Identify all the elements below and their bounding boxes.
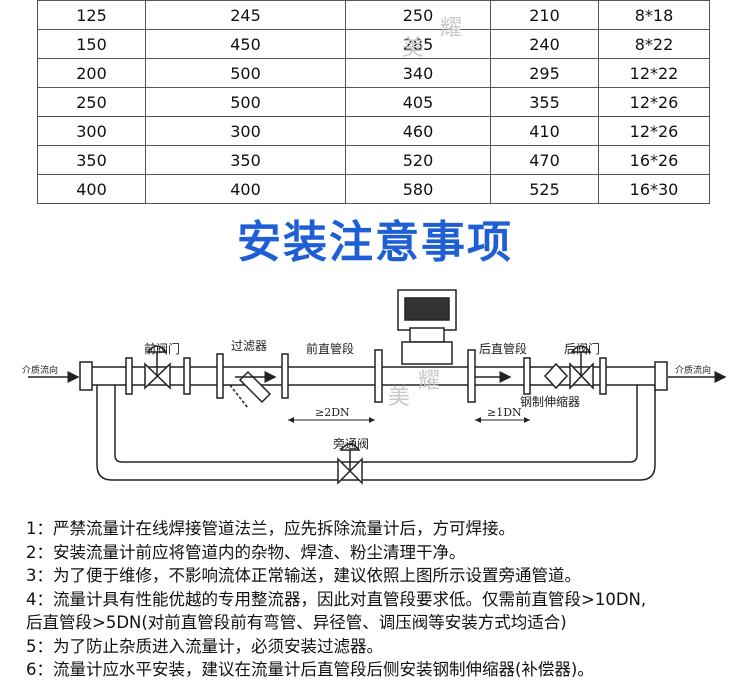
compensator-label: 钢制伸缩器 — [520, 394, 580, 409]
table-cell: 340 — [345, 58, 491, 88]
table-cell: 450 — [145, 29, 346, 59]
table-cell: 405 — [345, 87, 491, 117]
front-dimension-label: ≥2DN — [315, 406, 350, 419]
table-cell: 150 — [37, 29, 146, 59]
table-cell: 12*22 — [598, 58, 710, 88]
medium-in-label: 介质流向 — [22, 364, 58, 376]
table-cell: 300 — [37, 116, 146, 146]
table-cell: 525 — [490, 174, 599, 204]
note-1: 1：严禁流量计在线焊接管道法兰，应先拆除流量计后，方可焊接。 — [26, 519, 515, 538]
table-cell: 410 — [490, 116, 599, 146]
filter-label: 过滤器 — [231, 339, 267, 353]
table-cell: 520 — [345, 145, 491, 175]
table-cell: 350 — [37, 145, 146, 175]
front-valve-label: 前阀门 — [144, 341, 180, 356]
diagram-watermark-2: 耀 — [418, 369, 440, 394]
table-cell: 200 — [37, 58, 146, 88]
front-straight-label: 前直管段 — [306, 341, 354, 356]
table-cell: 240 — [490, 29, 599, 59]
table-cell: 16*30 — [598, 174, 710, 204]
note-5: 5：为了防止杂质进入流量计，必须安装过滤器。 — [26, 636, 383, 656]
table-cell: 500 — [145, 87, 346, 117]
note-2: 2：安装流量计前应将管道内的杂物、焊渣、粉尘清理干净。 — [26, 542, 466, 562]
table-cell: 8*18 — [598, 0, 710, 30]
watermark-char-2: 耀 — [440, 16, 463, 41]
watermark-char-1: 美 — [402, 36, 425, 61]
note-4: 4：流量计具有性能优越的专用整流器，因此对直管段要求低。仅需前直管段>10DN, — [26, 589, 647, 609]
installation-diagram: 介质流向 介质流向 前阀门 过滤器 前直管段 后直管段 后阀门 钢制伸缩器 ≥2… — [22, 289, 727, 485]
rear-dimension-label: ≥1DN — [487, 406, 522, 419]
table-cell: 295 — [490, 58, 599, 88]
bypass-valve-label: 旁通阀 — [333, 436, 369, 451]
table-cell: 500 — [145, 58, 346, 88]
table-cell: 470 — [490, 145, 599, 175]
table-cell: 300 — [145, 116, 346, 146]
rear-valve-label: 后阀门 — [564, 341, 600, 356]
note-6: 6：流量计应水平安装，建议在流量计后直管段后侧安装钢制伸缩器(补偿器)。 — [26, 660, 594, 679]
table-cell: 350 — [145, 145, 346, 175]
table-cell: 580 — [345, 174, 491, 204]
installation-notes: 1：严禁流量计在线焊接管道法兰，应先拆除流量计后，方可焊接。 2：安装流量计前应… — [26, 517, 750, 682]
rear-straight-label: 后直管段 — [479, 341, 527, 356]
medium-out-label: 介质流向 — [675, 364, 711, 376]
diagram-watermark-1: 美 — [388, 385, 410, 410]
table-cell: 250 — [37, 87, 146, 117]
note-3: 3：为了便于维修，不影响流体正常输送，建议依照上图所示设置旁通管道。 — [26, 566, 581, 585]
table-cell: 245 — [145, 0, 346, 30]
table-cell: 355 — [490, 87, 599, 117]
table-cell: 285 — [345, 29, 491, 59]
page-title: 安装注意事项 — [237, 217, 513, 268]
table-cell: 210 — [490, 0, 599, 30]
table-cell: 250 — [345, 0, 491, 30]
table-cell: 460 — [345, 116, 491, 146]
table-cell: 12*26 — [598, 87, 710, 117]
table-cell: 16*26 — [598, 145, 710, 175]
table-cell: 12*26 — [598, 116, 710, 146]
table-cell: 400 — [145, 174, 346, 204]
table-cell: 125 — [37, 0, 146, 30]
table-cell: 400 — [37, 174, 146, 204]
note-4-continued: 后直管段>5DN(对前直管段前有弯管、异径管、调压阀等安装方式均适合) — [26, 613, 567, 632]
table-cell: 8*22 — [598, 29, 710, 59]
